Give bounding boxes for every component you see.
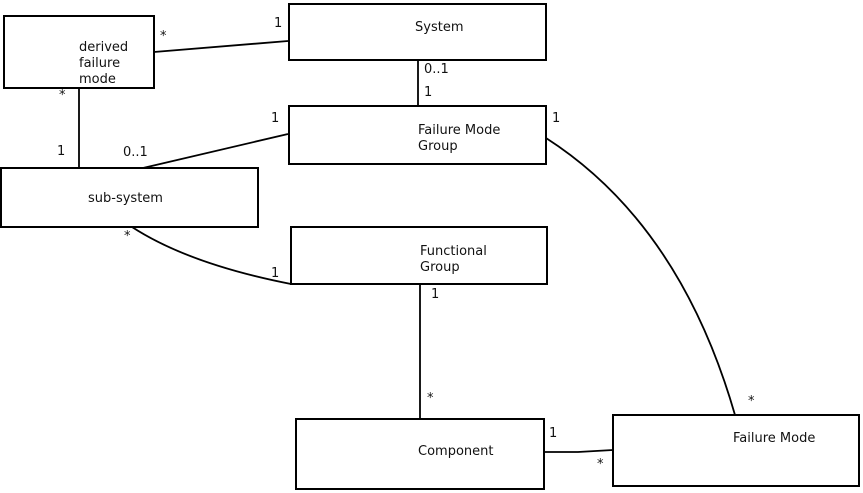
multiplicity-label: * bbox=[748, 394, 755, 409]
multiplicity-label: * bbox=[427, 391, 434, 406]
node-failure-mode: Failure Mode bbox=[612, 414, 860, 487]
multiplicity-label: 1 bbox=[424, 85, 433, 100]
multiplicity-label: 1 bbox=[431, 287, 440, 302]
node-label: Failure Mode bbox=[733, 431, 816, 446]
edge-component-failure-mode bbox=[544, 449, 614, 453]
node-sub-system: sub-system bbox=[0, 167, 259, 228]
multiplicity-label: * bbox=[160, 29, 167, 44]
node-component: Component bbox=[295, 418, 545, 490]
multiplicity-label: * bbox=[597, 457, 604, 472]
multiplicity-label: 1 bbox=[549, 426, 558, 441]
multiplicity-label: 1 bbox=[552, 111, 561, 126]
edge-sub-system-functional-group bbox=[131, 226, 292, 285]
multiplicity-label: 0..1 bbox=[424, 62, 449, 77]
edge-failure-mode-group-sub-system bbox=[142, 133, 289, 169]
multiplicity-label: 0..1 bbox=[123, 145, 148, 160]
multiplicity-label: * bbox=[59, 88, 66, 103]
node-label: System bbox=[415, 20, 464, 35]
node-label: sub-system bbox=[88, 191, 163, 206]
node-derived-failure-mode: derived failure mode bbox=[3, 15, 155, 89]
node-label: Functional Group bbox=[420, 244, 487, 275]
node-label: Component bbox=[418, 444, 494, 459]
multiplicity-label: 1 bbox=[271, 111, 280, 126]
node-label: derived failure mode bbox=[79, 40, 129, 87]
node-system: System bbox=[288, 3, 547, 61]
multiplicity-label: 1 bbox=[271, 266, 280, 281]
node-label: Failure Mode Group bbox=[418, 123, 501, 154]
node-failure-mode-group: Failure Mode Group bbox=[288, 105, 547, 165]
multiplicity-label: 1 bbox=[274, 16, 283, 31]
edge-failure-mode-group-failure-mode bbox=[545, 137, 736, 416]
edge-derived-failure-mode-system bbox=[153, 40, 289, 53]
node-functional-group: Functional Group bbox=[290, 226, 548, 285]
multiplicity-label: * bbox=[124, 229, 131, 244]
multiplicity-label: 1 bbox=[57, 144, 66, 159]
